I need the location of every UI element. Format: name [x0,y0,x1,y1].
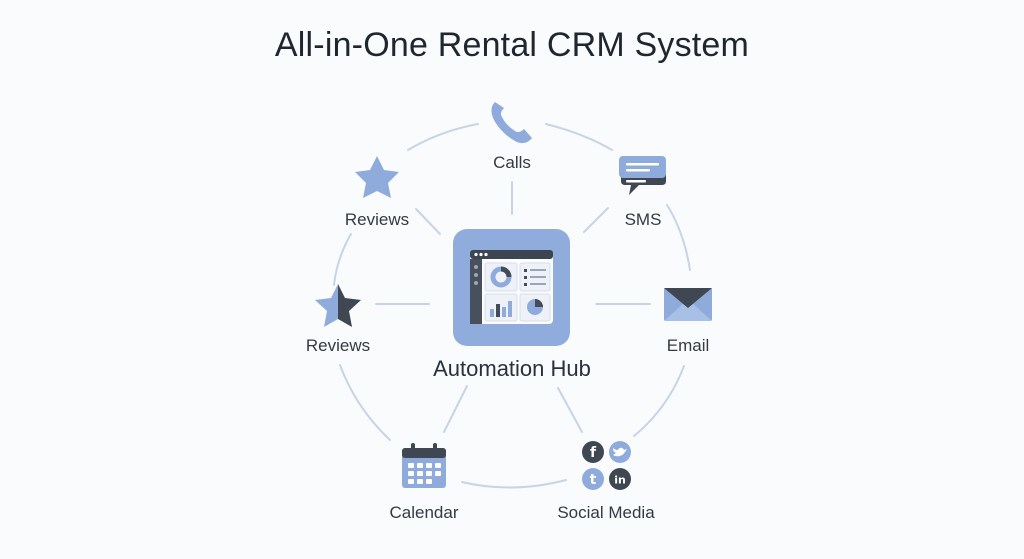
node-label-social-media: Social Media [557,503,655,522]
svg-text:f: f [590,445,597,461]
node-label-email: Email [666,336,710,355]
ring-arc [339,364,391,441]
node-label-sms: SMS [624,210,662,229]
twitter-icon [609,441,631,463]
star-icon [355,156,399,198]
node-reviews-upper [354,155,400,199]
ring-arc [666,204,691,271]
facebook-icon: f [582,441,604,463]
ring-arc [633,365,685,437]
dashboard-icon [470,250,553,324]
half-star-icon [315,284,361,327]
automation-hub-card [453,229,570,346]
social-icons: f t in [582,441,631,490]
ring-arc [407,123,479,151]
node-social-media: f t in [581,440,633,492]
chat-icon [619,156,666,195]
phone-icon [491,102,532,144]
node-label-calendar: Calendar [389,503,459,522]
svg-text:t: t [590,472,597,488]
ring-arc [461,479,567,489]
ring-arc [545,123,613,151]
node-label-reviews-lower: Reviews [305,336,371,355]
spoke [557,387,583,433]
linkedin-icon: in [609,468,631,490]
svg-text:in: in [614,474,626,487]
calendar-icon [402,443,446,488]
spoke [443,385,468,433]
page-title: All-in-One Rental CRM System [274,26,750,64]
spoke [415,208,441,235]
node-email [663,285,713,323]
node-sms [618,155,668,201]
node-calls [487,96,537,146]
tumblr-icon: t [582,468,604,490]
node-reviews-lower [314,282,362,328]
node-label-calls: Calls [493,153,531,172]
node-label-reviews-upper: Reviews [344,210,410,229]
envelope-icon [664,288,712,321]
node-calendar [400,442,448,490]
spoke [583,207,609,233]
ring-arc [333,233,352,286]
automation-hub-label: Automation Hub [433,356,591,381]
